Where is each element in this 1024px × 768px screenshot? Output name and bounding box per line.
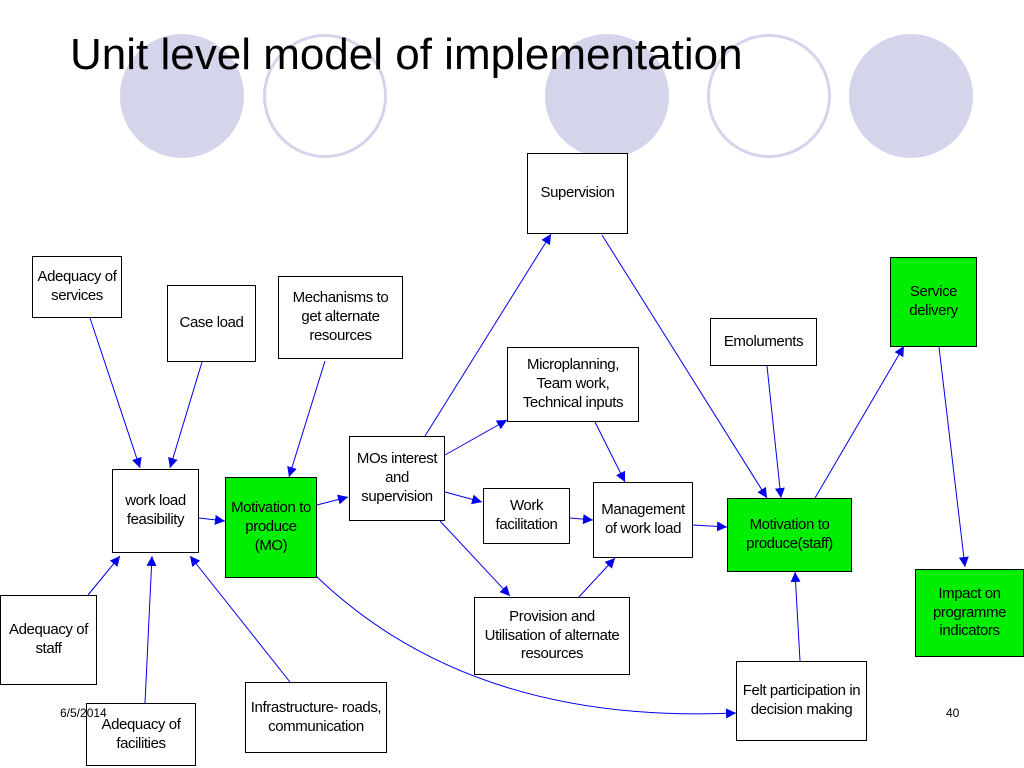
node-microplanning: Microplanning, Team work, Technical inpu… <box>507 347 639 422</box>
node-infrastructure: Infrastructure- roads, communication <box>245 682 387 753</box>
node-management-of-workload: Management of work load <box>593 482 693 558</box>
arrow-mos-to-microplanning <box>444 419 508 456</box>
arrow-felt-to-motivationstaff <box>790 571 801 662</box>
node-provision-utilisation: Provision and Utilisation of alternate r… <box>474 597 630 675</box>
decorative-circle-1 <box>120 34 244 158</box>
arrow-facilities-to-workload <box>144 555 157 704</box>
footer-page-number: 40 <box>946 706 960 720</box>
node-workload-feasibility: work load feasibility <box>112 469 199 553</box>
node-mechanisms-alternate-resources: Mechanisms to get alternate resources <box>278 276 403 359</box>
arrow-motivation-to-felt <box>314 574 737 719</box>
node-motivation-staff: Motivation to produce(staff) <box>727 498 852 572</box>
arrow-provision-to-management <box>577 557 616 599</box>
arrow-supervision-to-motivationstaff <box>601 234 768 499</box>
arrow-motivation-to-mos <box>316 494 349 506</box>
arrow-mos-to-workfacilitation <box>444 491 483 505</box>
arrow-services-to-workload <box>89 317 142 469</box>
node-impact-programme-indicators: Impact on programme indicators <box>915 569 1024 657</box>
node-motivation-mo: Motivation to produce (MO) <box>225 477 317 578</box>
arrow-mechanisms-to-motivation <box>287 360 326 478</box>
node-work-facilitation: Work facilitation <box>483 488 570 544</box>
node-emoluments: Emoluments <box>710 318 817 366</box>
arrow-mos-to-supervision <box>424 233 552 437</box>
arrow-workfacilitation-to-management <box>569 514 594 525</box>
arrow-mos-to-provision <box>439 520 511 597</box>
node-felt-participation: Felt participation in decision making <box>736 661 867 741</box>
node-case-load: Case load <box>167 285 256 362</box>
arrow-workload-to-motivation <box>198 514 226 525</box>
decorative-circle-3 <box>545 34 669 158</box>
arrow-staff-to-workload <box>87 555 121 596</box>
arrow-motivationstaff-to-service <box>814 345 905 499</box>
node-adequacy-of-facilities: Adequacy of facilities <box>86 703 196 766</box>
arrow-service-to-impact <box>938 346 969 568</box>
node-adequacy-of-staff: Adequacy of staff <box>0 595 97 685</box>
node-service-delivery: Service delivery <box>890 257 977 347</box>
slide-title: Unit level model of implementation <box>70 30 743 79</box>
footer-date: 6/5/2014 <box>60 706 107 720</box>
node-supervision: Supervision <box>527 153 628 234</box>
arrow-infrastructure-to-workload <box>189 555 291 683</box>
node-mos-interest-supervision: MOs interest and supervision <box>349 436 445 521</box>
arrow-management-to-motivationstaff <box>692 521 728 532</box>
decorative-circle-5 <box>849 34 973 158</box>
decorative-circle-4 <box>707 34 831 158</box>
arrow-emoluments-to-motivationstaff <box>766 365 785 499</box>
arrow-caseload-to-workload <box>168 361 203 469</box>
arrow-microplanning-to-management <box>594 421 626 483</box>
decorative-circle-2 <box>263 34 387 158</box>
node-adequacy-of-services: Adequacy of services <box>32 256 122 318</box>
